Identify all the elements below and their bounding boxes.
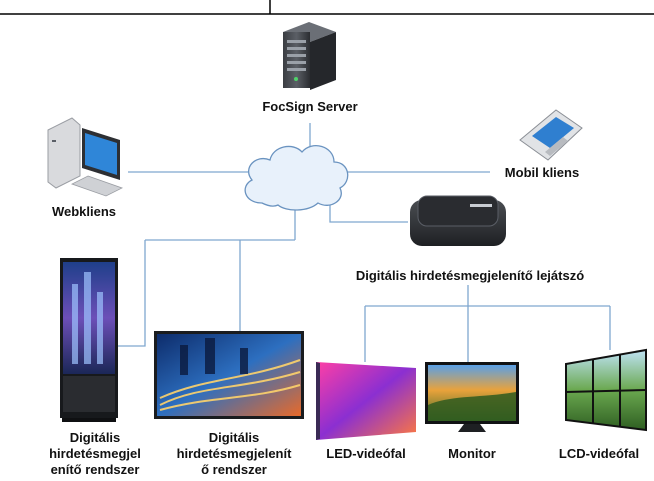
led-wall-icon: [316, 362, 416, 440]
line-cloud-player: [329, 200, 408, 223]
cloud-icon: [244, 145, 349, 211]
kiosk-label: Digitális hirdetésmegjel enítő rendszer: [40, 430, 150, 478]
connector-lines: [118, 123, 611, 362]
led-wall-label: LED-videófal: [326, 446, 406, 461]
monitor-icon: [425, 362, 519, 432]
monitor-label: Monitor: [448, 446, 496, 461]
signage-screen-label-line3: ő rendszer: [201, 462, 267, 477]
mobile-client-label: Mobil kliens: [504, 165, 580, 180]
server-label: FocSign Server: [262, 99, 358, 114]
line-branch-kiosk: [118, 240, 146, 347]
mobile-phone-icon: [519, 109, 583, 161]
web-client-label: Webkliens: [51, 204, 117, 219]
lcd-wall-icon: [565, 348, 647, 432]
kiosk-icon: [60, 258, 118, 422]
top-border: [0, 0, 654, 15]
computer-icon: [47, 117, 124, 197]
player-label: Digitális hirdetésmegjelenítő lejátszó: [355, 268, 585, 283]
signage-screen-icon: [154, 331, 304, 419]
kiosk-label-line1: Digitális: [69, 430, 121, 445]
media-player-icon: [410, 195, 506, 246]
lcd-wall-label: LCD-videófal: [558, 446, 640, 461]
signage-screen-label: Digitális hirdetésmegjelenít ő rendszer: [166, 430, 302, 478]
server-icon: [283, 22, 336, 90]
kiosk-label-line3: enítő rendszer: [50, 462, 140, 477]
signage-screen-label-line1: Digitális: [208, 430, 260, 445]
signage-screen-label-line2: hirdetésmegjelenít: [176, 446, 292, 461]
kiosk-label-line2: hirdetésmegjel: [49, 446, 141, 461]
